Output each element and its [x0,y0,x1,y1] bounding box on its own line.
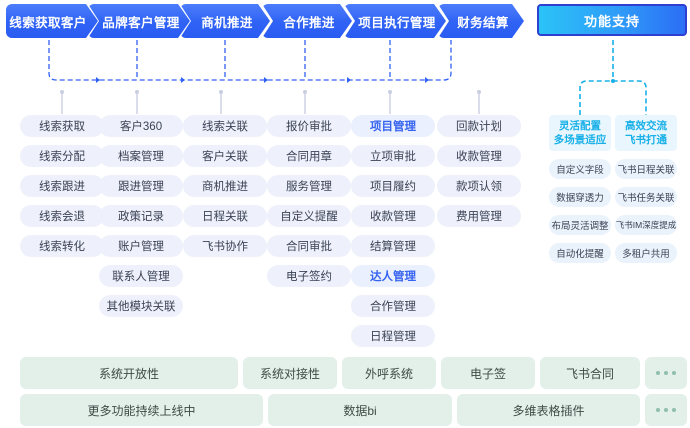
pill-item[interactable]: 线索会退 [20,205,104,227]
support-button[interactable]: 功能支持 [537,4,687,36]
bottom-row2-item[interactable]: 更多功能持续上线中 [20,394,263,426]
pill-item[interactable]: 线索分配 [20,145,104,167]
pill-item[interactable]: 日程管理 [351,325,435,347]
pill-item[interactable]: 商机推进 [183,175,267,197]
bottom-row1-item[interactable]: 外呼系统 [342,357,436,389]
support-group-title: 高效交流 飞书打通 [615,115,677,151]
flow-stage-5[interactable]: 财务结算 [438,4,524,38]
pill-item[interactable]: 项目履约 [351,175,435,197]
support-item[interactable]: 飞书日程关联 [615,159,677,179]
pill-item[interactable]: 飞书协作 [183,235,267,257]
pill-item[interactable]: 项目管理 [351,115,435,137]
pill-item[interactable]: 档案管理 [99,145,183,167]
support-title-line1: 灵活配置 [559,120,601,132]
flow-stage-0[interactable]: 线索获取客户 [6,4,98,38]
support-item[interactable]: 自动化提醒 [549,243,611,263]
pill-item[interactable]: 日程关联 [183,205,267,227]
pill-item[interactable]: 立项审批 [351,145,435,167]
pill-item[interactable]: 款项认领 [437,175,521,197]
flow-stage-3[interactable]: 合作推进 [262,4,352,38]
ellipsis-icon [656,371,676,375]
pill-item[interactable]: 费用管理 [437,205,521,227]
pill-item[interactable]: 线索关联 [183,115,267,137]
pill-item[interactable]: 收款管理 [437,145,521,167]
bottom-row2-more[interactable] [645,394,687,426]
support-item[interactable]: 自定义字段 [549,159,611,179]
support-title-line2: 飞书打通 [625,134,667,146]
pill-item[interactable]: 跟进管理 [99,175,183,197]
bottom-row1-item[interactable]: 电子签 [441,357,535,389]
support-item[interactable]: 多租户共用 [615,243,677,263]
pill-item[interactable]: 合同审批 [267,235,351,257]
support-item[interactable]: 布局灵活调整 [549,215,611,235]
pill-item[interactable]: 线索跟进 [20,175,104,197]
pill-item[interactable]: 联系人管理 [99,265,183,287]
pill-item[interactable]: 政策记录 [99,205,183,227]
bottom-row2-item[interactable]: 多维表格插件 [457,394,640,426]
pill-item[interactable]: 线索获取 [20,115,104,137]
bottom-row1-item[interactable]: 系统对接性 [243,357,337,389]
pill-item[interactable]: 结算管理 [351,235,435,257]
support-group-title: 灵活配置 多场景适应 [549,115,611,151]
pill-item[interactable]: 收款管理 [351,205,435,227]
bottom-row1-item[interactable]: 系统开放性 [20,357,238,389]
bottom-row2-item[interactable]: 数据bi [268,394,452,426]
column-cooperation: 报价审批 合同用章 服务管理 自定义提醒 合同审批 电子签约 [267,115,351,295]
bottom-row1-item[interactable]: 飞书合同 [540,357,640,389]
pill-item[interactable]: 达人管理 [351,265,435,287]
column-lead-acquisition: 线索获取 线索分配 线索跟进 线索会退 线索转化 [20,115,104,265]
support-item[interactable]: 数据穿透力 [549,187,611,207]
support-item[interactable]: 飞书IM深度提成 [615,215,677,235]
pill-item[interactable]: 合同用章 [267,145,351,167]
pill-item[interactable]: 自定义提醒 [267,205,351,227]
support-item[interactable]: 飞书任务关联 [615,187,677,207]
pill-item[interactable]: 服务管理 [267,175,351,197]
bottom-row1-more[interactable] [645,357,687,389]
pill-item[interactable]: 电子签约 [267,265,351,287]
support-title-line1: 高效交流 [625,120,667,132]
flow-stage-4[interactable]: 项目执行管理 [344,4,446,38]
pill-item[interactable]: 其他模块关联 [99,295,183,317]
pill-item[interactable]: 合作管理 [351,295,435,317]
ellipsis-icon [656,408,676,412]
pill-item[interactable]: 回款计划 [437,115,521,137]
column-opportunity: 线索关联 客户关联 商机推进 日程关联 飞书协作 [183,115,267,265]
flow-stage-2[interactable]: 商机推进 [180,4,270,38]
flow-stage-1[interactable]: 品牌客户管理 [88,4,190,38]
support-group-flexible-config: 灵活配置 多场景适应 自定义字段 数据穿透力 布局灵活调整 自动化提醒 [549,115,611,263]
pill-item[interactable]: 客户360 [99,115,183,137]
column-brand-customer: 客户360 档案管理 跟进管理 政策记录 账户管理 联系人管理 其他模块关联 [99,115,183,325]
pill-item[interactable]: 客户关联 [183,145,267,167]
pill-item[interactable]: 线索转化 [20,235,104,257]
column-project-execution: 项目管理 立项审批 项目履约 收款管理 结算管理 达人管理 合作管理 日程管理 [351,115,435,355]
column-finance-settlement: 回款计划 收款管理 款项认领 费用管理 [437,115,521,235]
pill-item[interactable]: 报价审批 [267,115,351,137]
pill-item[interactable]: 账户管理 [99,235,183,257]
support-group-efficient-communication: 高效交流 飞书打通 飞书日程关联 飞书任务关联 飞书IM深度提成 多租户共用 [615,115,677,263]
support-title-line2: 多场景适应 [553,134,607,146]
